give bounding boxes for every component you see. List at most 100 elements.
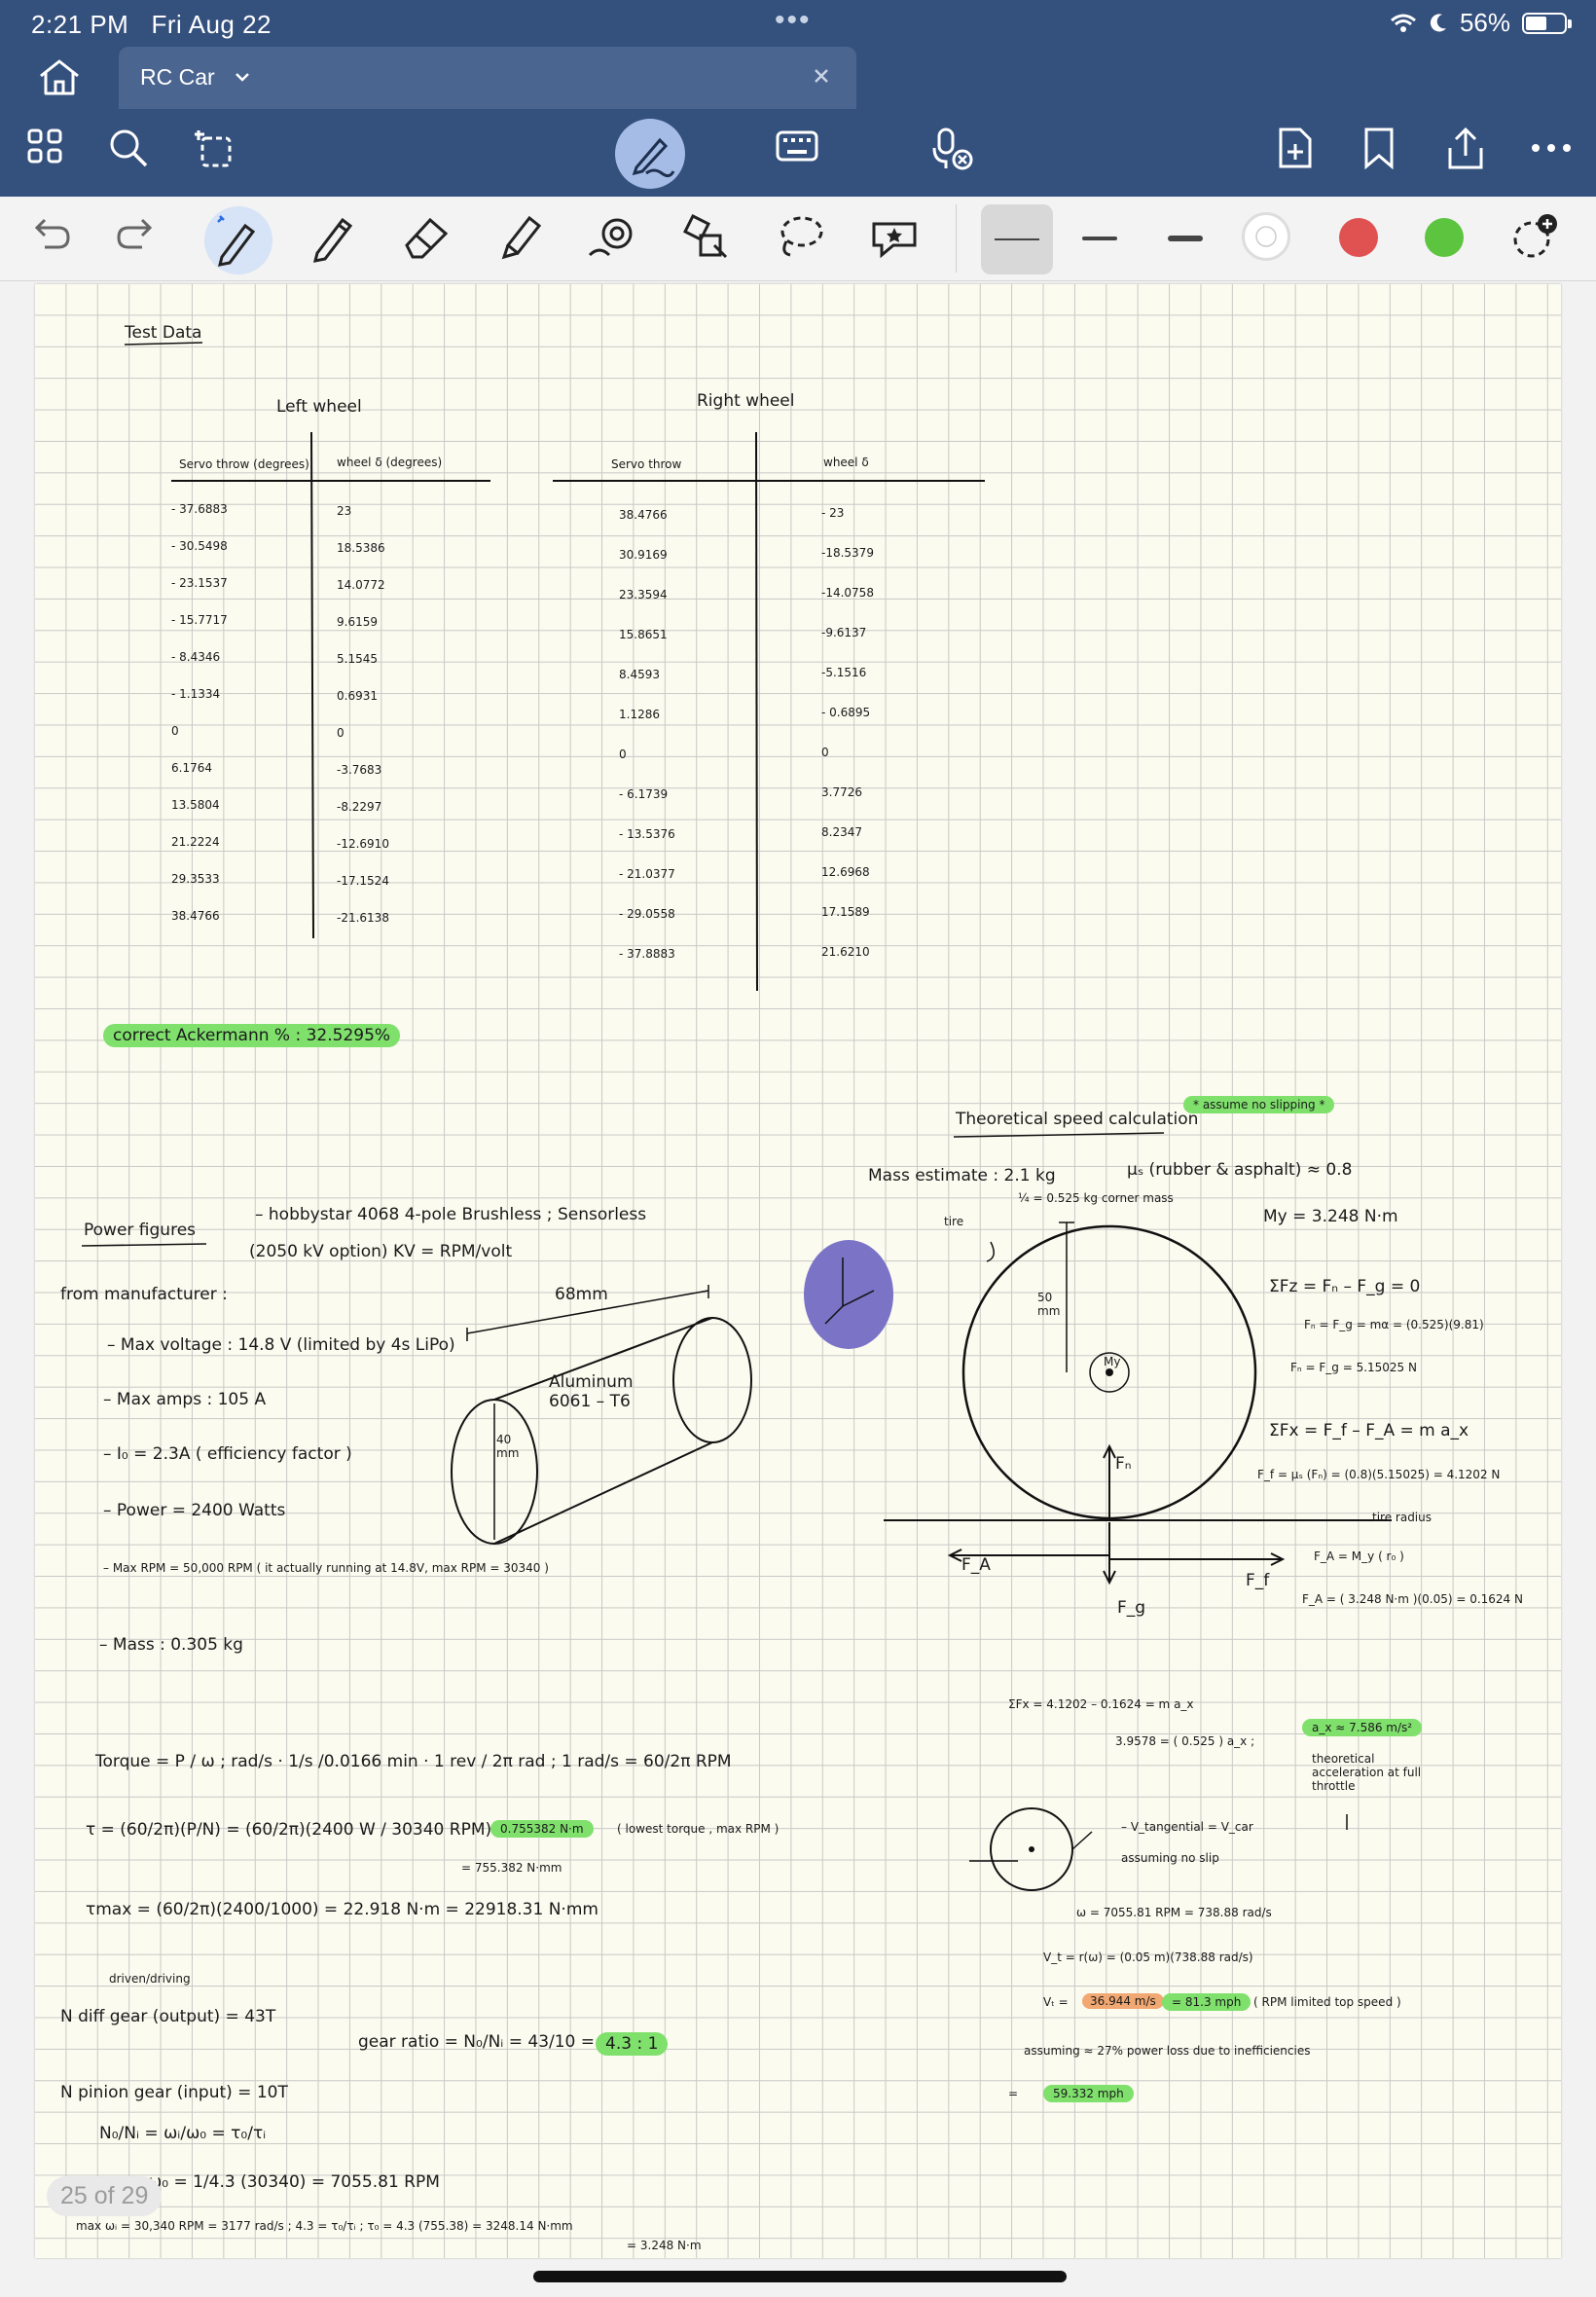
share-icon[interactable]	[1444, 127, 1487, 171]
right-col-header-1: Servo throw	[611, 457, 682, 471]
fn-result: Fₙ = F_g = 5.15025 N	[1290, 1361, 1417, 1374]
microphone-off-icon[interactable]	[930, 127, 973, 171]
ackermann-result: correct Ackermann % : 32.5295%	[103, 1024, 401, 1047]
max-amps: – Max amps : 105 A	[103, 1390, 267, 1409]
right-wheel-value: -18.5379	[821, 546, 874, 560]
tau-result: 0.755382 N·m	[490, 1820, 594, 1838]
undo-icon[interactable]	[29, 210, 74, 255]
note-page[interactable]: Test Data Left wheel Right wheel Servo t…	[35, 284, 1561, 2258]
fn-equals-fg: Fₙ = F_g = mα = (0.525)(9.81)	[1304, 1318, 1484, 1331]
final-speed: 59.332 mph	[1043, 2085, 1134, 2102]
left-col-header-2: wheel ẟ (degrees)	[337, 456, 443, 469]
add-color-icon[interactable]	[1510, 212, 1559, 261]
pen-mode-button[interactable]	[615, 119, 685, 189]
omega-rad: ω = 7055.81 RPM = 738.88 rad/s	[1076, 1906, 1272, 1919]
tangential-velocity: – V_tangential = V_car	[1121, 1820, 1253, 1834]
driven-driving: driven/driving	[109, 1972, 191, 1986]
left-wheel-value: 0	[337, 726, 345, 740]
bookmark-icon[interactable]	[1362, 127, 1396, 169]
gear-ratio-result: 4.3 : 1	[596, 2032, 669, 2056]
swatch-ring-icon	[1255, 226, 1277, 247]
right-servo-value: 1.1286	[619, 708, 660, 721]
idle-current: – I₀ = 2.3A ( efficiency factor )	[103, 1444, 352, 1464]
tire-radius-label: tire radius	[1372, 1511, 1433, 1524]
document-tab[interactable]: RC Car	[119, 47, 856, 109]
left-servo-value: 13.5804	[171, 798, 220, 812]
status-right: 56%	[1390, 8, 1572, 38]
left-servo-value: 6.1764	[171, 761, 212, 775]
vt-mph: = 81.3 mph	[1162, 1993, 1251, 2011]
cylinder-material: Aluminum 6061 – T6	[549, 1372, 634, 1411]
grid-view-icon[interactable]	[25, 127, 64, 165]
test-data-title: Test Data	[125, 323, 202, 343]
color-swatch-red[interactable]	[1339, 218, 1378, 257]
color-swatch-white[interactable]	[1242, 212, 1290, 261]
sticker-tool-icon[interactable]	[868, 210, 921, 263]
battery-level	[1526, 16, 1547, 30]
my-label: My	[1104, 1355, 1121, 1368]
home-indicator[interactable]	[533, 2271, 1067, 2282]
corner-mass: ¼ = 0.525 kg corner mass	[1018, 1191, 1174, 1205]
battery-percent: 56%	[1459, 8, 1510, 37]
title-bar: 2:21 PM Fri Aug 22 ••• 56% RC Car	[0, 0, 1596, 197]
stroke-thin-button[interactable]	[981, 204, 1053, 274]
right-servo-value: - 29.0558	[619, 907, 675, 921]
stroke-medium-button[interactable]	[1082, 237, 1117, 240]
page-indicator: 25 of 29	[47, 2176, 163, 2216]
tau-equation: τ = (60/2π)(P/N) = (60/2π)(2400 W / 3034…	[86, 1820, 511, 1840]
more-options-icon[interactable]	[1530, 142, 1573, 154]
left-wheel-value: -8.2297	[337, 800, 382, 814]
add-page-icon[interactable]	[1275, 127, 1314, 169]
search-icon[interactable]	[107, 127, 150, 169]
left-wheel-value: 9.6159	[337, 615, 378, 629]
no-slip-note: assuming no slip	[1121, 1851, 1219, 1865]
toolbar-divider	[956, 204, 957, 273]
right-wheel-value: - 23	[821, 506, 845, 520]
right-wheel-value: 3.7726	[821, 785, 862, 799]
speed-title: Theoretical speed calculation	[956, 1110, 1199, 1129]
power-kv: (2050 kV option) KV = RPM/volt	[249, 1242, 513, 1261]
pen-tool-icon	[217, 215, 256, 267]
eraser-tool-icon[interactable]	[401, 210, 452, 261]
fn-label: Fₙ	[1115, 1454, 1132, 1474]
element-tool-icon[interactable]	[679, 210, 732, 263]
tau-max: τmax = (60/2π)(2400/1000) = 22.918 N·m =…	[86, 1900, 598, 1919]
lasso-tool-icon[interactable]	[775, 210, 827, 263]
cylinder-length: 68mm	[555, 1285, 608, 1304]
acceleration-result: a_x ≈ 7.586 m/s²	[1302, 1719, 1423, 1736]
left-wheel-value: 0.6931	[337, 689, 378, 703]
ratio-equation: N₀/Nᵢ = ωᵢ/ω₀ = τ₀/τᵢ	[99, 2124, 267, 2143]
stroke-thick-button[interactable]	[1168, 236, 1203, 241]
axes-highlight	[804, 1240, 893, 1349]
close-icon[interactable]	[808, 62, 835, 90]
tau-result-nmm: = 755.382 N·mm	[461, 1861, 562, 1875]
lasso-select-icon[interactable]	[191, 127, 236, 171]
tire-label: tire	[944, 1215, 964, 1228]
pen-tool-button[interactable]	[204, 206, 272, 274]
left-wheel-value: 18.5386	[337, 541, 385, 555]
keyboard-icon[interactable]	[775, 127, 819, 165]
redo-icon[interactable]	[113, 210, 158, 255]
right-wheel-value: 12.6968	[821, 865, 870, 879]
left-servo-value: 29.3533	[171, 872, 220, 886]
multitask-dots-icon[interactable]: •••	[775, 4, 812, 36]
wifi-icon	[1390, 14, 1416, 32]
max-voltage: – Max voltage : 14.8 V (limited by 4s Li…	[107, 1335, 455, 1355]
gear-ratio: gear ratio = N₀/Nᵢ = 43/10 =	[358, 2032, 596, 2052]
left-servo-value: - 37.6883	[171, 502, 228, 516]
right-wheel-value: -9.6137	[821, 626, 867, 639]
pencil-tool-icon[interactable]	[309, 210, 358, 263]
power-title: Power figures	[84, 1221, 197, 1240]
friction-force: F_f = μₛ (Fₙ) = (0.8)(5.15025) = 4.1202 …	[1257, 1468, 1501, 1481]
right-wheel-label: Right wheel	[697, 391, 795, 411]
home-icon[interactable]	[35, 58, 84, 97]
chevron-down-icon[interactable]	[228, 62, 257, 91]
highlighter-tool-icon[interactable]	[494, 210, 545, 263]
left-col-header-1: Servo throw (degrees)	[179, 457, 309, 471]
shape-tool-icon[interactable]	[586, 210, 640, 263]
right-servo-value: 23.3594	[619, 588, 668, 602]
from-manufacturer: from manufacturer :	[60, 1285, 228, 1304]
sum-fx-3: 3.9578 = ( 0.525 ) a_x ;	[1115, 1734, 1255, 1748]
left-servo-value: - 23.1537	[171, 576, 228, 590]
color-swatch-green[interactable]	[1425, 218, 1464, 257]
